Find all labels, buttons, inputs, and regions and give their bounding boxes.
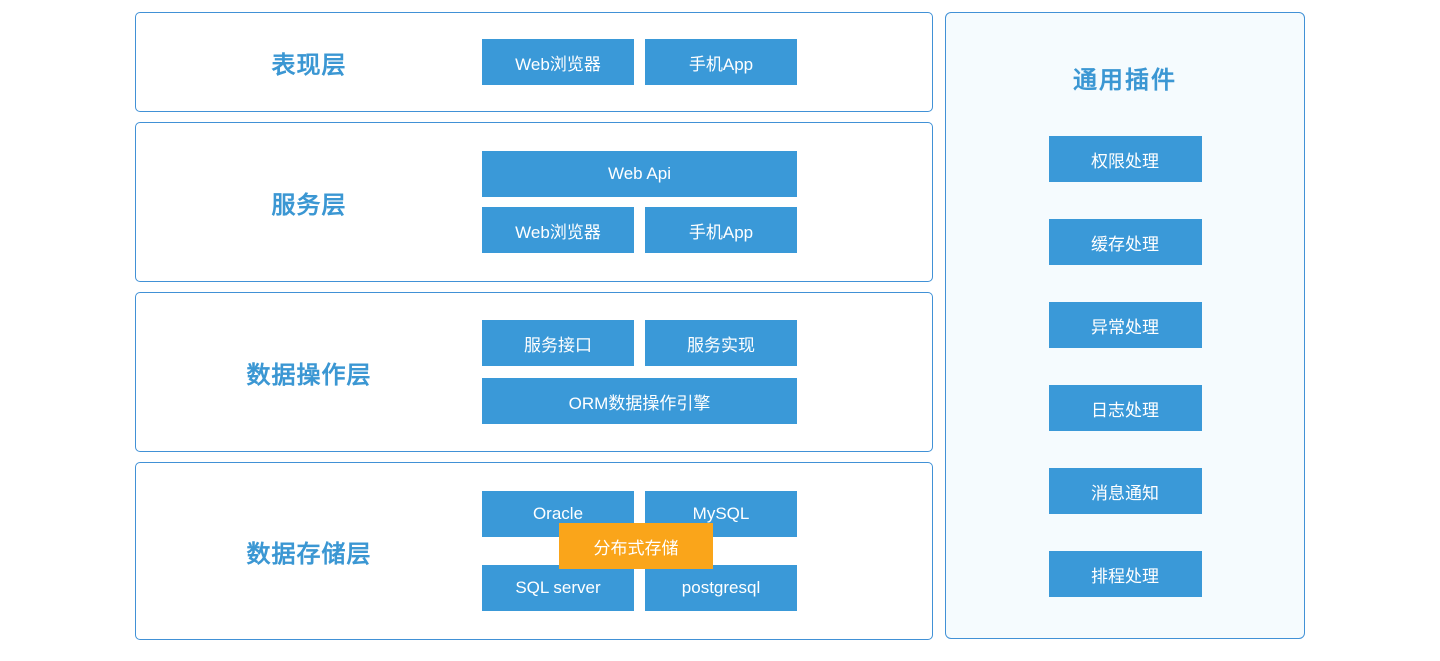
- node-row: 服务接口 服务实现: [482, 320, 797, 366]
- node-web-browser: Web浏览器: [482, 39, 634, 85]
- node-mobile-app: 手机App: [645, 39, 797, 85]
- layer-data-storage-label: 数据存储层: [246, 540, 372, 568]
- layer-service-label: 服务层: [271, 191, 347, 219]
- plugins-panel-title: 通用插件: [1073, 67, 1177, 94]
- node-web-api: Web Api: [482, 151, 797, 197]
- layer-presentation: 表现层 Web浏览器 手机App: [135, 12, 933, 112]
- layer-data-operation-label: 数据操作层: [246, 361, 372, 389]
- plugin-exception-handling: 异常处理: [1048, 302, 1202, 348]
- node-service-interface: 服务接口: [482, 320, 634, 366]
- plugin-permission-handling: 权限处理: [1048, 136, 1202, 182]
- layer-service: 服务层 Web Api Web浏览器 手机App: [135, 122, 933, 282]
- layer-service-content: Web Api Web浏览器 手机App: [482, 123, 797, 281]
- layer-presentation-content: Web浏览器 手机App: [482, 13, 797, 111]
- node-row: Web Api: [482, 151, 797, 197]
- node-distributed-storage: 分布式存储: [559, 523, 713, 569]
- layer-label-zone: 数据操作层: [136, 293, 482, 451]
- node-postgresql: postgresql: [645, 565, 797, 611]
- node-row: SQL server postgresql: [482, 565, 797, 611]
- layer-data-storage: 数据存储层 Oracle MySQL SQL server postgresql…: [135, 462, 933, 640]
- layer-label-zone: 服务层: [136, 123, 482, 281]
- plugin-message-notification: 消息通知: [1048, 468, 1202, 514]
- node-service-implementation: 服务实现: [645, 320, 797, 366]
- node-row: ORM数据操作引擎: [482, 378, 797, 424]
- plugin-cache-handling: 缓存处理: [1048, 219, 1202, 265]
- node-row: Web浏览器 手机App: [482, 207, 797, 253]
- layer-presentation-label: 表现层: [271, 51, 347, 79]
- plugin-log-handling: 日志处理: [1048, 385, 1202, 431]
- node-oracle: Oracle: [482, 491, 634, 537]
- layer-data-operation: 数据操作层 服务接口 服务实现 ORM数据操作引擎: [135, 292, 933, 452]
- node-sql-server: SQL server: [482, 565, 634, 611]
- layer-label-zone: 表现层: [136, 13, 482, 111]
- plugin-list: 权限处理 缓存处理 异常处理 日志处理 消息通知 排程处理: [946, 136, 1304, 597]
- plugins-panel: 通用插件 权限处理 缓存处理 异常处理 日志处理 消息通知 排程处理: [945, 12, 1305, 639]
- node-web-browser: Web浏览器: [482, 207, 634, 253]
- node-row: Web浏览器 手机App: [482, 39, 797, 85]
- node-mobile-app: 手机App: [645, 207, 797, 253]
- node-orm-engine: ORM数据操作引擎: [482, 378, 797, 424]
- layer-data-operation-content: 服务接口 服务实现 ORM数据操作引擎: [482, 293, 797, 451]
- plugin-schedule-handling: 排程处理: [1048, 551, 1202, 597]
- layer-label-zone: 数据存储层: [136, 463, 482, 639]
